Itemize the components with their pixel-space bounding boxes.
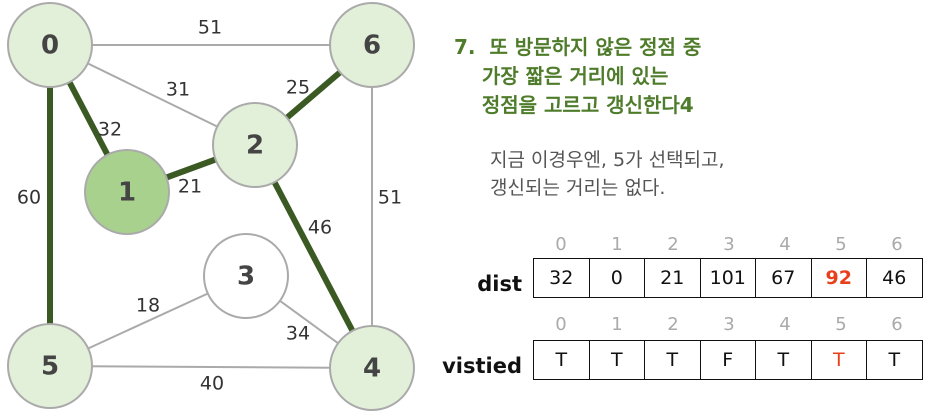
visited-index: 5 [835,314,847,335]
visited-cell: T [867,341,923,380]
dist-index-row: 0 1 2 3 4 5 6 [533,234,925,255]
node-2 [212,102,298,188]
edge-weight-0-5: 60 [17,187,41,209]
dist-index: 5 [835,234,847,255]
node-4 [329,325,415,411]
heading-line-1: 7. 또 방문하지 않은 정점 중 [454,35,702,59]
edge-weight-5-4: 40 [200,373,224,395]
dist-index: 2 [667,234,679,255]
node-0 [7,2,93,88]
node-3 [203,233,289,319]
visited-cell: T [534,341,590,380]
node-label-1: 1 [118,178,136,208]
dist-cell: 67 [756,259,812,298]
visited-cell: T [645,341,701,380]
dist-cell: 32 [534,259,590,298]
edge-weight-2-4: 46 [308,217,332,239]
visited-cell: F [700,341,756,380]
visited-index: 0 [555,314,567,335]
visited-index: 3 [723,314,735,335]
node-label-2: 2 [246,131,264,161]
dist-index: 0 [555,234,567,255]
dist-cell: 0 [589,259,645,298]
step-description: 지금 이경우엔, 5가 선택되고, 갱신되는 거리는 없다. [490,146,920,202]
edge-weight-6-4: 51 [378,187,402,209]
node-label-4: 4 [363,354,381,384]
node-label-3: 3 [237,262,255,292]
visited-cell: T [756,341,812,380]
description-line-1: 지금 이경우엔, 5가 선택되고, [490,149,725,171]
dist-cell-highlighted: 92 [811,259,867,298]
heading-line-2: 가장 짧은 거리에 있는 [454,64,669,88]
node-5 [7,323,93,409]
edge-weight-2-6: 25 [286,77,310,99]
edge-weight-0-6: 51 [198,17,222,39]
node-label-0: 0 [41,31,59,61]
dist-index: 3 [723,234,735,255]
visited-cell-highlighted: T [811,341,867,380]
visited-index: 1 [611,314,623,335]
edge-weight-0-1: 32 [98,119,122,141]
node-6 [329,2,415,88]
heading-line-3: 정점을 고르고 갱신한다4 [454,93,694,117]
dist-index: 6 [891,234,903,255]
visited-array: T T T F T T T [533,340,923,380]
node-label-5: 5 [41,352,59,382]
dist-array: 32 0 21 101 67 92 46 [533,258,923,298]
visited-label: vistied [442,354,522,378]
visited-cell: T [589,341,645,380]
dist-index: 1 [611,234,623,255]
visited-index: 2 [667,314,679,335]
dist-index: 4 [779,234,791,255]
dist-cell: 21 [645,259,701,298]
edge-5-4 [49,365,373,369]
visited-index-row: 0 1 2 3 4 5 6 [533,314,925,335]
edge-weight-0-2: 31 [166,79,190,101]
node-label-6: 6 [363,31,381,61]
edge-weight-3-5: 18 [136,295,160,317]
edge-weight-3-4: 34 [286,323,310,345]
node-1 [84,149,170,235]
dist-cell: 101 [700,259,756,298]
dist-label: dist [477,272,522,296]
description-line-2: 갱신되는 거리는 없다. [490,177,666,199]
step-heading: 7. 또 방문하지 않은 정점 중 가장 짧은 거리에 있는 정점을 고르고 갱… [454,33,924,120]
visited-index: 6 [891,314,903,335]
visited-index: 4 [779,314,791,335]
edge-weight-1-2: 21 [178,176,202,198]
dist-cell: 46 [867,259,923,298]
